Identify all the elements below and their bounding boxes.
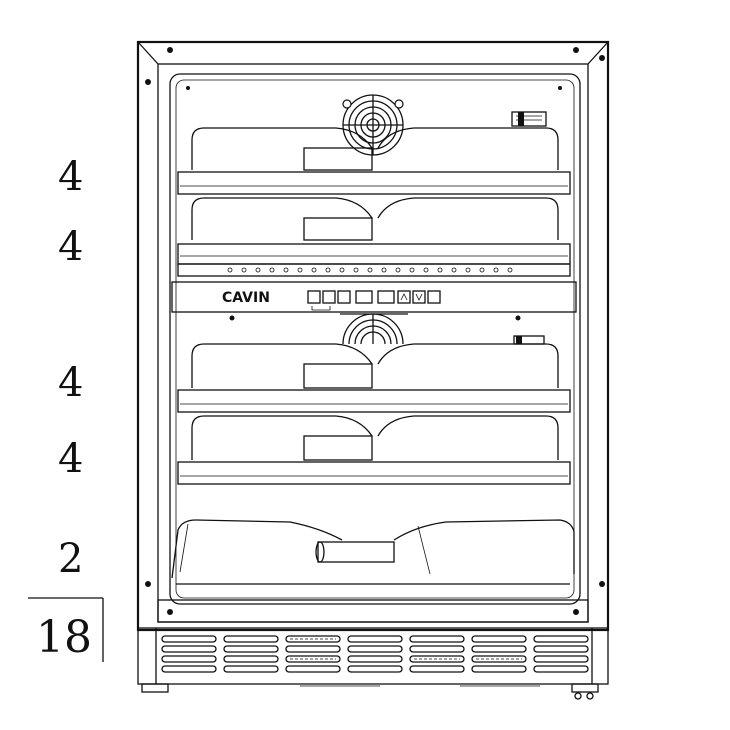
lower-sensor-icon	[513, 335, 545, 345]
cabinet	[136, 40, 610, 632]
shelf-1-capacity: 4	[58, 154, 83, 200]
down-button[interactable]	[412, 290, 426, 304]
light-button[interactable]	[322, 290, 336, 304]
unit-button[interactable]	[427, 290, 441, 304]
total-capacity: 18	[36, 612, 92, 663]
lower-fan-icon	[342, 313, 404, 345]
left-foot	[141, 683, 169, 693]
shelf-2-capacity: 4	[58, 224, 83, 270]
shelf-2-bottles	[191, 197, 559, 241]
shelf-4-capacity: 4	[58, 436, 83, 482]
kick-plate	[137, 627, 609, 700]
upper-fan-icon	[342, 94, 404, 156]
shelf-3-bottles	[191, 343, 559, 389]
door-bottom-rail	[157, 599, 589, 623]
zone-button[interactable]	[337, 290, 351, 304]
temperature-display	[355, 290, 373, 304]
temperature-display-2	[377, 290, 395, 304]
total-capacity-box: 18	[28, 597, 104, 663]
shelf-4-bottles	[191, 415, 559, 461]
shelf-1	[177, 171, 571, 195]
shelf-3-capacity: 4	[58, 360, 83, 406]
upper-bottles	[191, 127, 559, 171]
shelf-5-capacity: 2	[58, 536, 83, 582]
chevron-down-icon	[415, 293, 423, 301]
up-button[interactable]	[397, 290, 411, 304]
shelf-2	[177, 243, 571, 265]
vent-slots	[161, 635, 589, 673]
brand-logo: CAVIN	[222, 290, 270, 306]
cabinet-outline	[136, 40, 610, 632]
door-glass	[169, 73, 581, 605]
shelf-4	[177, 461, 571, 485]
right-foot	[571, 683, 599, 693]
shelf-3	[177, 389, 571, 413]
upper-sensor-icon	[511, 111, 547, 127]
chevron-up-icon	[400, 293, 408, 301]
bottom-bottles	[171, 519, 575, 585]
control-panel: CAVIN	[171, 281, 577, 321]
power-button[interactable]	[307, 290, 321, 304]
divider-vents	[177, 263, 571, 277]
